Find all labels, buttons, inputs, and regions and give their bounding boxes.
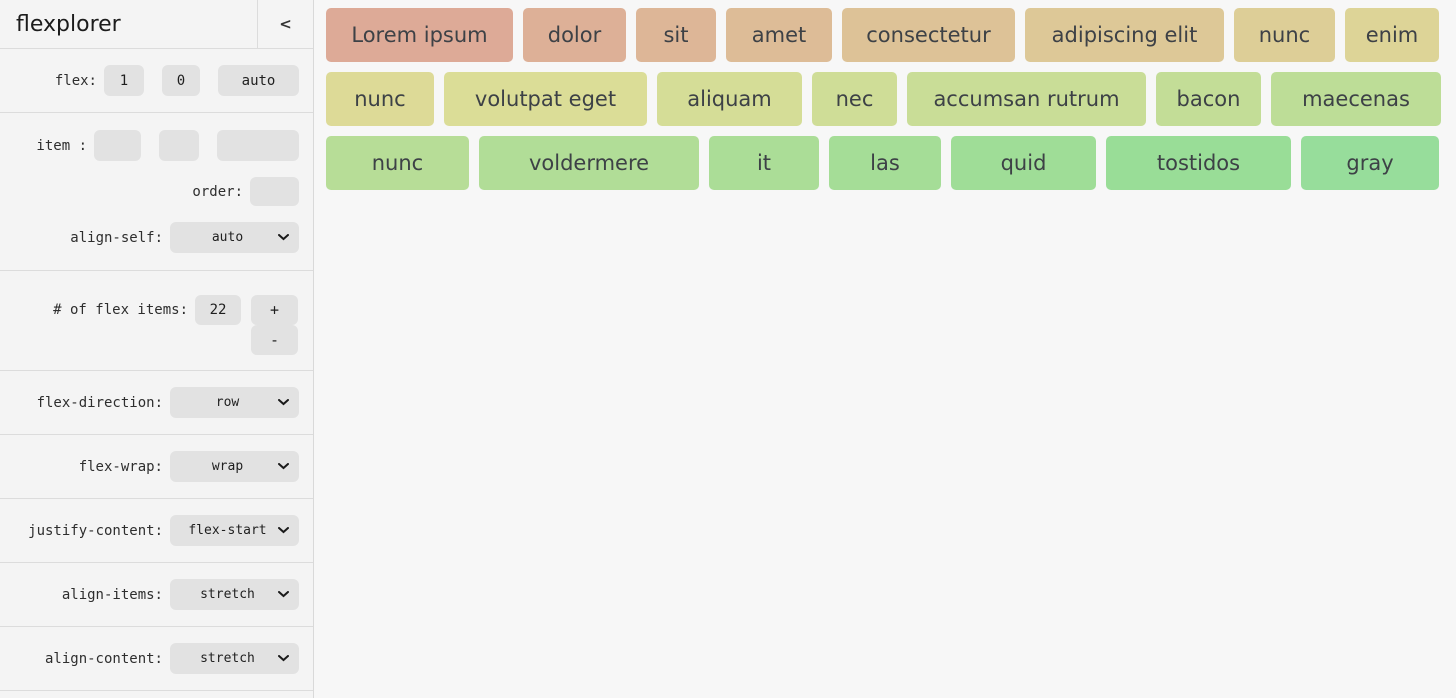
flex-item[interactable]: nunc bbox=[326, 72, 434, 126]
flex-wrap-select[interactable]: wrap bbox=[170, 451, 299, 482]
align-content-select[interactable]: stretch bbox=[170, 643, 299, 674]
collapse-sidebar-button[interactable]: < bbox=[257, 0, 313, 48]
flex-shrink-input[interactable] bbox=[162, 65, 200, 96]
flex-item[interactable]: quid bbox=[951, 136, 1096, 190]
flex-item[interactable]: volutpat eget bbox=[444, 72, 647, 126]
flex-items-count-label: # of flex items: bbox=[53, 302, 188, 318]
align-items-select[interactable]: stretch bbox=[170, 579, 299, 610]
flex-item[interactable]: it bbox=[709, 136, 819, 190]
flex-item[interactable]: nec bbox=[812, 72, 897, 126]
flex-direction-label: flex-direction: bbox=[36, 394, 163, 411]
flex-wrap-section: flex-wrap: wrap bbox=[0, 435, 313, 499]
justify-content-label: justify-content: bbox=[28, 522, 163, 539]
flex-item[interactable]: voldermere bbox=[479, 136, 699, 190]
app-title: flexplorer bbox=[16, 11, 121, 37]
chevron-left-icon: < bbox=[279, 15, 292, 33]
flex-item[interactable]: adipiscing elit bbox=[1025, 8, 1224, 62]
justify-content-section: justify-content: flex-start bbox=[0, 499, 313, 563]
item-label: item : bbox=[36, 137, 87, 154]
flex-wrap-label: flex-wrap: bbox=[78, 458, 163, 475]
order-input[interactable] bbox=[250, 177, 299, 206]
flex-direction-section: flex-direction: row bbox=[0, 371, 313, 435]
flex-item[interactable]: sit bbox=[636, 8, 716, 62]
align-items-label: align-items: bbox=[61, 586, 163, 603]
flex-direction-select[interactable]: row bbox=[170, 387, 299, 418]
order-label: order: bbox=[192, 183, 243, 200]
flex-items-count-section: # of flex items: + - bbox=[0, 271, 313, 371]
flex-item[interactable]: consectetur bbox=[842, 8, 1015, 62]
flex-label: flex: bbox=[54, 72, 97, 89]
flex-basis-input[interactable] bbox=[218, 65, 299, 96]
align-self-label: align-self: bbox=[70, 229, 163, 246]
flex-direction-select-wrap: row bbox=[170, 387, 299, 418]
flex-item[interactable]: enim bbox=[1345, 8, 1439, 62]
align-self-select-wrap: auto bbox=[170, 222, 299, 253]
flex-wrap-select-wrap: wrap bbox=[170, 451, 299, 482]
item-section: item : order: align-self: auto bbox=[0, 113, 313, 271]
increment-button[interactable]: + bbox=[251, 295, 298, 325]
flex-section: flex: bbox=[0, 49, 313, 113]
sidebar-header: flexplorer < bbox=[0, 0, 313, 49]
flex-item[interactable]: las bbox=[829, 136, 941, 190]
item-shrink-input[interactable] bbox=[159, 130, 199, 161]
align-self-select[interactable]: auto bbox=[170, 222, 299, 253]
align-content-select-wrap: stretch bbox=[170, 643, 299, 674]
count-stepper: + - bbox=[251, 295, 298, 370]
flex-item[interactable]: Lorem ipsum bbox=[326, 8, 513, 62]
flex-item[interactable]: accumsan rutrum bbox=[907, 72, 1146, 126]
justify-content-select-wrap: flex-start bbox=[170, 515, 299, 546]
flex-item[interactable]: gray bbox=[1301, 136, 1439, 190]
decrement-button[interactable]: - bbox=[251, 325, 298, 355]
align-items-select-wrap: stretch bbox=[170, 579, 299, 610]
flex-item[interactable]: nunc bbox=[326, 136, 469, 190]
align-content-section: align-content: stretch bbox=[0, 627, 313, 691]
item-basis-input[interactable] bbox=[217, 130, 299, 161]
flex-item[interactable]: amet bbox=[726, 8, 832, 62]
flex-item[interactable]: nunc bbox=[1234, 8, 1335, 62]
sidebar: flexplorer < flex: item : order: align-s… bbox=[0, 0, 314, 698]
flex-item[interactable]: aliquam bbox=[657, 72, 802, 126]
justify-content-select[interactable]: flex-start bbox=[170, 515, 299, 546]
flex-item[interactable]: dolor bbox=[523, 8, 626, 62]
flex-item[interactable]: maecenas bbox=[1271, 72, 1441, 126]
flex-item[interactable]: tostidos bbox=[1106, 136, 1291, 190]
flex-items-count-input[interactable] bbox=[195, 295, 241, 325]
align-items-section: align-items: stretch bbox=[0, 563, 313, 627]
flex-grow-input[interactable] bbox=[104, 65, 144, 96]
flex-item[interactable]: bacon bbox=[1156, 72, 1261, 126]
align-content-label: align-content: bbox=[44, 650, 163, 667]
item-grow-input[interactable] bbox=[94, 130, 141, 161]
